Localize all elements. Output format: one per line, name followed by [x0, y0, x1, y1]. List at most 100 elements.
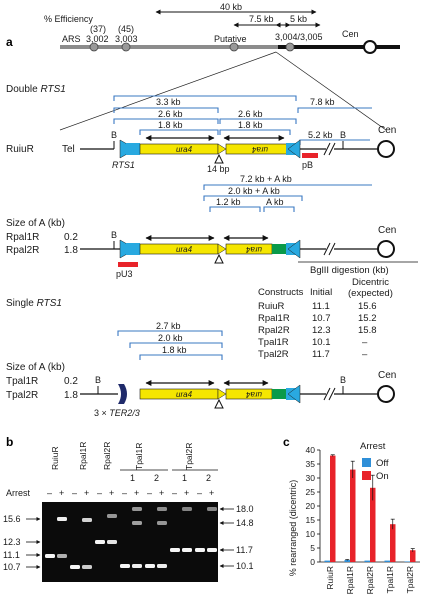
marker-148: 14.8: [236, 518, 254, 528]
double-cen: Cen: [378, 125, 396, 136]
single-ura4-tip: [217, 388, 227, 400]
top-centromere-icon: [363, 40, 377, 54]
meas-78: [297, 107, 372, 113]
gel-band: [157, 507, 167, 511]
ura4-left-label: ura4: [176, 145, 193, 154]
y-tick-label: 40: [306, 445, 316, 455]
sign-6: –: [122, 488, 127, 498]
ter-label: 3 × TER2/3: [94, 408, 140, 418]
ars-3003-dot: [121, 42, 131, 52]
gel-band: [57, 517, 67, 521]
gel-band: [195, 548, 205, 552]
rpal1r-size: 0.2: [64, 232, 78, 243]
meas-a: [263, 206, 295, 212]
b-left-label: B: [111, 130, 117, 140]
putative-label: Putative: [214, 34, 247, 44]
gel-band: [132, 564, 142, 568]
probe-pu3-label: pU3: [116, 269, 133, 279]
gel-lane-headers: RuiuR Rpal1R Rpal2R Tpal1R Tpal2R: [50, 442, 194, 470]
ars-3004: 3,004/3,005: [275, 32, 323, 42]
ars-label: ARS: [62, 34, 81, 44]
tel-label: Tel: [62, 144, 75, 155]
sign-5: +: [109, 488, 114, 498]
marker-111: 11.1: [3, 550, 20, 560]
tpal2r-size: 1.8: [64, 390, 78, 401]
row-4-initial: 11.7: [312, 349, 330, 360]
rpal-ura4-tip: [217, 243, 227, 255]
legend-label-off: Off: [376, 458, 389, 469]
rts1-right-icon: [287, 139, 301, 159]
dist-75-label: 7.5 kb: [249, 14, 274, 24]
lane-header-rpal1r: Rpal1R: [78, 442, 88, 470]
bglii-table: BglII digestion (kb) Constructs Initial …: [258, 261, 418, 360]
meas-20a: [203, 195, 303, 201]
single-cen: Cen: [378, 370, 396, 381]
panel-c: c % rearranged (dicentric) 0510152025303…: [283, 435, 420, 594]
sign-7: +: [134, 488, 139, 498]
meas-33: [113, 107, 219, 113]
x-category-label: Rpal1R: [345, 566, 355, 594]
bar-off: [364, 560, 370, 562]
panel-c-label: c: [283, 435, 290, 449]
sign-12: –: [197, 488, 202, 498]
label-20b: 2.0 kb: [158, 333, 183, 343]
rpal-ura4-left-label: ura4: [176, 245, 193, 254]
label-a: A kb: [266, 197, 284, 207]
row-2-dicentric: 15.8: [358, 325, 377, 336]
single-spacer-green: [272, 389, 288, 399]
meas-26a: [113, 118, 219, 124]
sign-3: +: [84, 488, 89, 498]
bar-off: [344, 560, 350, 562]
gel-band: [45, 554, 55, 558]
label-18b: 1.8 kb: [238, 120, 263, 130]
label-72: 7.2 kb + A kb: [240, 174, 292, 184]
row-3-dicentric: –: [362, 337, 368, 348]
rpal-break-mark: [323, 242, 336, 256]
row-0-initial: 11.1: [312, 301, 330, 312]
gel-band: [132, 507, 142, 511]
zoom-line-left: [59, 51, 277, 131]
y-tick-label: 25: [306, 487, 316, 497]
meas-12: [209, 206, 261, 212]
bar-off: [384, 560, 390, 562]
rpal-cen: Cen: [378, 225, 396, 236]
ura4-left-tip: [217, 143, 227, 155]
double-title: Double RTS1: [6, 84, 66, 95]
label-78: 7.8 kb: [310, 97, 335, 107]
sub-lane-2a: 2: [154, 473, 159, 483]
col-initial: Initial: [310, 287, 332, 298]
label-27: 2.7 kb: [156, 321, 181, 331]
gel-band: [182, 548, 192, 552]
x-category-label: Rpal2R: [365, 566, 375, 594]
bar-on: [410, 550, 416, 562]
gel-band: [157, 521, 167, 525]
sub-lane-1a: 1: [130, 473, 135, 483]
rpal-ura4-right-label: ura4: [245, 245, 262, 254]
ter-block-icon: [118, 384, 127, 404]
row-4-dicentric: –: [362, 349, 368, 360]
ars-3003: 3,003: [115, 34, 138, 44]
row-1-initial: 10.7: [312, 313, 331, 324]
bar-off: [404, 561, 410, 562]
legend-swatch-off: [362, 458, 371, 467]
sign-4: –: [97, 488, 102, 498]
marker-117: 11.7: [236, 545, 253, 555]
double-centromere-icon: [377, 140, 395, 158]
sign-13: +: [209, 488, 214, 498]
meas-27: [117, 330, 223, 336]
x-category-label: Tpal2R: [405, 566, 415, 593]
gel-band: [157, 564, 167, 568]
zoom-line-right: [275, 51, 387, 131]
single-centromere-icon: [377, 385, 395, 403]
marker-180: 18.0: [236, 504, 254, 514]
sign-11: +: [184, 488, 189, 498]
arrest-signs: – + – + – + – + – + – + – +: [47, 488, 214, 498]
right-markers: 18.0 14.8 11.7 10.1: [236, 504, 254, 571]
bar-on: [390, 524, 396, 562]
lane-header-ruiur: RuiuR: [50, 446, 60, 470]
panel-a-label: a: [6, 35, 13, 49]
double-rts1-section: Double RTS1 3.3 kb 7.8 kb 2.6 kb 2.6 kb …: [6, 84, 396, 174]
sign-8: –: [147, 488, 152, 498]
tpal2r-name: Tpal2R: [6, 390, 38, 401]
